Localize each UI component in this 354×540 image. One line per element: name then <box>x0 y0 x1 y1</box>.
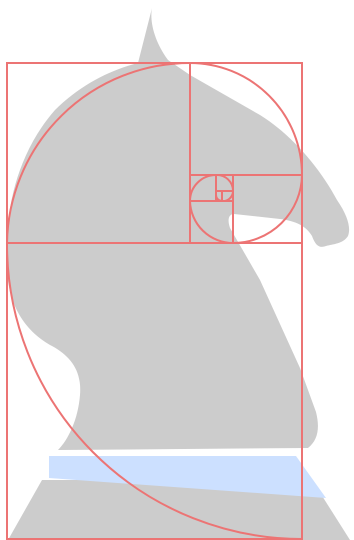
knight-head-and-body <box>7 8 349 450</box>
knight-piece <box>7 8 350 540</box>
